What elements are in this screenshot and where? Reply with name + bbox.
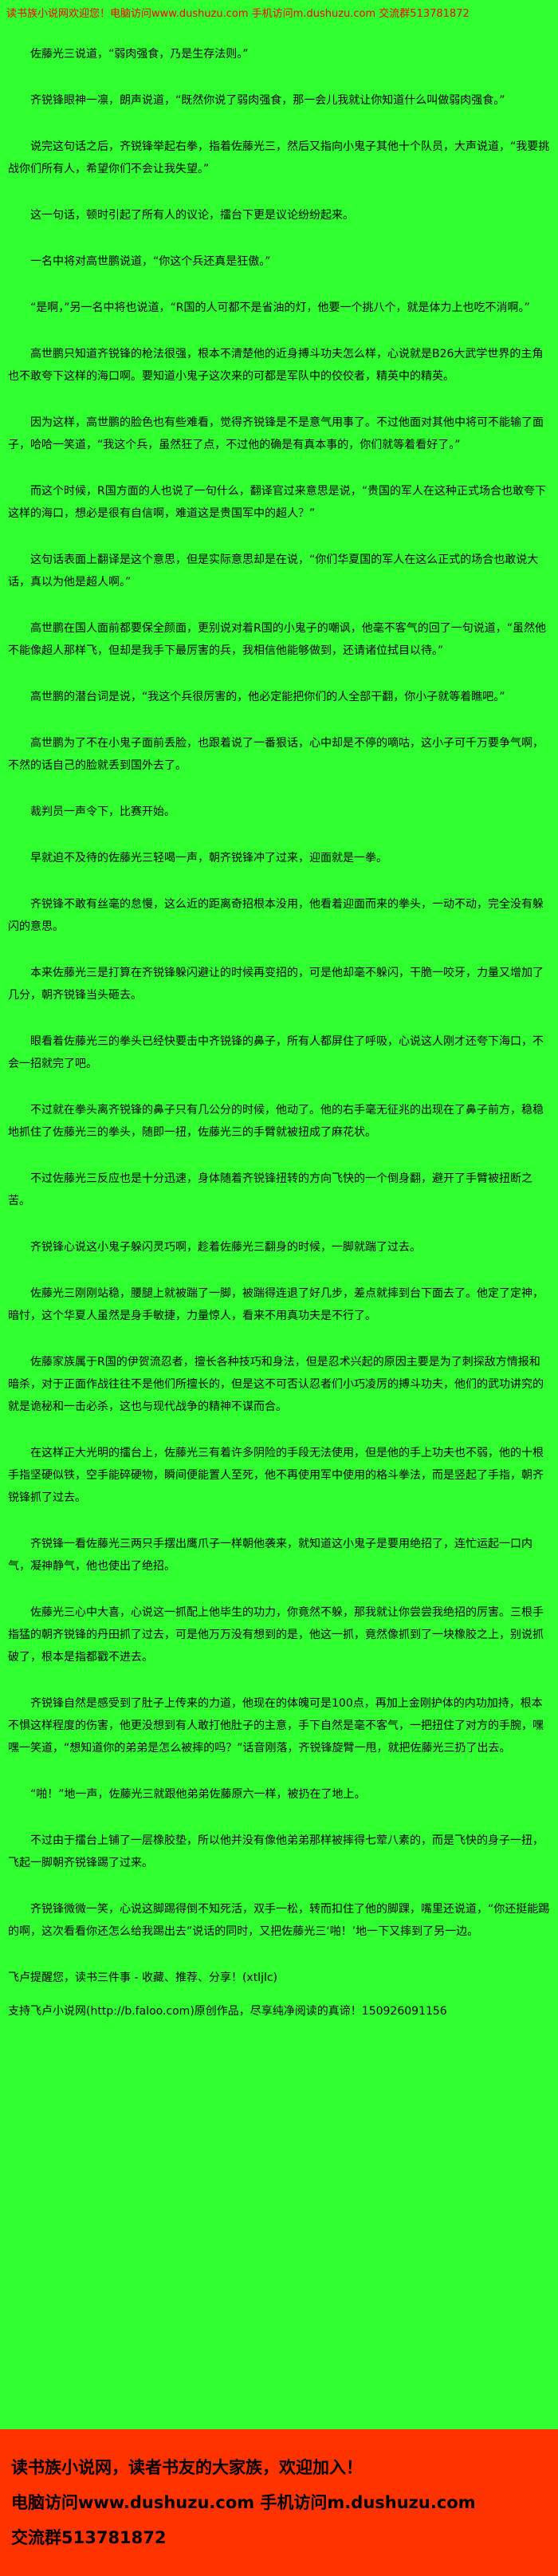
novel-paragraph: 本来佐藤光三是打算在齐锐锋躲闪避让的时候再变招的，可是他却毫不躲闪，干脆一咬牙，…: [8, 966, 544, 1002]
novel-paragraph: 不过由于擂台上铺了一层橡胶垫，所以他并没有像他弟弟那样被摔得七荤八素的，而是飞快…: [8, 1834, 544, 1869]
novel-paragraph: 齐锐锋一看佐藤光三两只手摆出鹰爪子一样朝他袭来，就知道这小鬼子是要用绝招了，连忙…: [8, 1537, 532, 1573]
novel-paragraph: 说完这句话之后，齐锐锋举起右拳，指着佐藤光三，然后又指向小鬼子其他十个队员，大声…: [8, 140, 550, 175]
novel-paragraph: 这一句话，顿时引起了所有人的议论，擂台下更是议论纷纷起来。: [30, 208, 354, 222]
novel-paragraph: 一名中将对高世鹏说道，“你这个兵还真是狂傲。”: [30, 254, 271, 268]
novel-paragraph: 早就迫不及待的佐藤光三轻喝一声，朝齐锐锋冲了过来，迎面就是一拳。: [30, 851, 387, 865]
novel-paragraph: 裁判员一声令下，比赛开始。: [30, 805, 175, 818]
footer-line-3: 交流群513781872: [11, 2527, 167, 2547]
novel-paragraph: 高世鹏只知道齐锐锋的枪法很强，根本不清楚他的近身搏斗功夫怎么样，心说就是B26大…: [8, 347, 544, 383]
chapter-content: 佐藤光三说道，“弱肉强食，乃是生存法则。” 齐锐锋眼神一凛，朗声说道，“既然你说…: [0, 22, 558, 2429]
novel-paragraph: 高世鹏的潜台词是说，“我这个兵很厉害的，他必定能把你们的人全部干翻，你小子就等着…: [30, 690, 505, 703]
novel-paragraph: 齐锐锋心说这小鬼子躲闪灵巧啊，趁着佐藤光三翻身的时候，一脚就踹了过去。: [30, 1240, 421, 1254]
novel-paragraph: 这句话表面上翻译是这个意思，但是实际意思却是在说，“你们华夏国的军人在这么正式的…: [8, 553, 539, 589]
novel-paragraph: 齐锐锋眼神一凛，朗声说道，“既然你说了弱肉强食，那一会儿我就让你知道什么叫做弱肉…: [30, 93, 505, 107]
novel-paragraph: 不过就在拳头离齐锐锋的鼻子只有几公分的时候，他动了。他的右手毫无征兆的出现在了鼻…: [8, 1103, 544, 1139]
novel-paragraph: 佐藤家族属于R国的伊贺流忍者，擅长各种技巧和身法，但是忍术兴起的原因主要是为了刺…: [8, 1355, 544, 1413]
footer-line-2: 电脑访问www.dushuzu.com 手机访问m.dushuzu.com: [11, 2492, 476, 2512]
novel-paragraph: 高世鹏在国人面前都要保全颜面，更别说对着R国的小鬼子的嘲讽，他毫不客气的回了一句…: [8, 621, 546, 657]
novel-paragraph: “是啊，”另一名中将也说道，“R国的人可都不是省油的灯，他要一个挑八个，就是体力…: [30, 301, 530, 314]
site-banner-top: 读书族小说网欢迎您！电脑访问www.dushuzu.com 手机访问m.dush…: [6, 8, 470, 20]
novel-paragraph: 佐藤光三说道，“弱肉强食，乃是生存法则。”: [30, 47, 249, 61]
novel-paragraph: 在这样正大光明的擂台上，佐藤光三有着许多阴险的手段无法使用，但是他的手上功夫也不…: [8, 1446, 544, 1504]
faloo-reminder: 飞卢提醒您，读书三件事 - 收藏、推荐、分享！(xtljlc): [8, 1971, 278, 1984]
novel-paragraph: 齐锐锋自然是感受到了肚子上传来的力道，他现在的体魄可是100点，再加上金刚护体的…: [8, 1696, 544, 1755]
novel-paragraph: 齐锐锋不敢有丝毫的怠慢，这么近的距离奇招根本没用，他看着迎面而来的拳头，一动不动…: [8, 897, 544, 933]
faloo-support-line: 支持飞卢小说网(http://b.faloo.com)原创作品，尽享纯净阅读的真…: [8, 2004, 447, 2018]
novel-paragraph: 眼看着佐藤光三的拳头已经快要击中齐锐锋的鼻子，所有人都屏住了呼吸，心说这人刚才还…: [8, 1034, 544, 1070]
novel-paragraph: 佐藤光三心中大喜，心说这一抓配上他毕生的功力，你竟然不躲，那我就让你尝尝我绝招的…: [8, 1605, 544, 1664]
site-banner-footer: 读书族小说网，读者书友的大家族，欢迎加入！ 电脑访问www.dushuzu.co…: [0, 2428, 558, 2576]
footer-line-1: 读书族小说网，读者书友的大家族，欢迎加入！: [11, 2457, 363, 2477]
novel-paragraph: 佐藤光三刚刚站稳，腰腿上就被踹了一脚，被踹得连退了好几步，差点就摔到台下面去了。…: [8, 1286, 544, 1322]
novel-paragraph: 高世鹏为了不在小鬼子面前丢脸，也跟着说了一番狠话，心中却是不停的嘀咕，这小子可千…: [8, 736, 544, 772]
novel-paragraph: 因为这样，高世鹏的脸色也有些难看，觉得齐锐锋是不是意气用事了。不过他面对其他中将…: [8, 416, 544, 451]
novel-paragraph: 不过佐藤光三反应也是十分迅速，身体随着齐锐锋扭转的方向飞快的一个倒身翻，避开了手…: [8, 1172, 532, 1207]
novel-paragraph: “啪！”地一声，佐藤光三就跟他弟弟佐藤原六一样，被扔在了地上。: [30, 1787, 366, 1801]
novel-paragraph: 而这个时候，R国方面的人也说了一句什么，翻译官过来意思是说，“贵国的军人在这种正…: [8, 484, 546, 520]
novel-paragraph: 齐锐锋微微一笑，心说这脚踢得倒不知死活，双手一松，转而扣住了他的脚踝，嘴里还说道…: [8, 1902, 550, 1938]
